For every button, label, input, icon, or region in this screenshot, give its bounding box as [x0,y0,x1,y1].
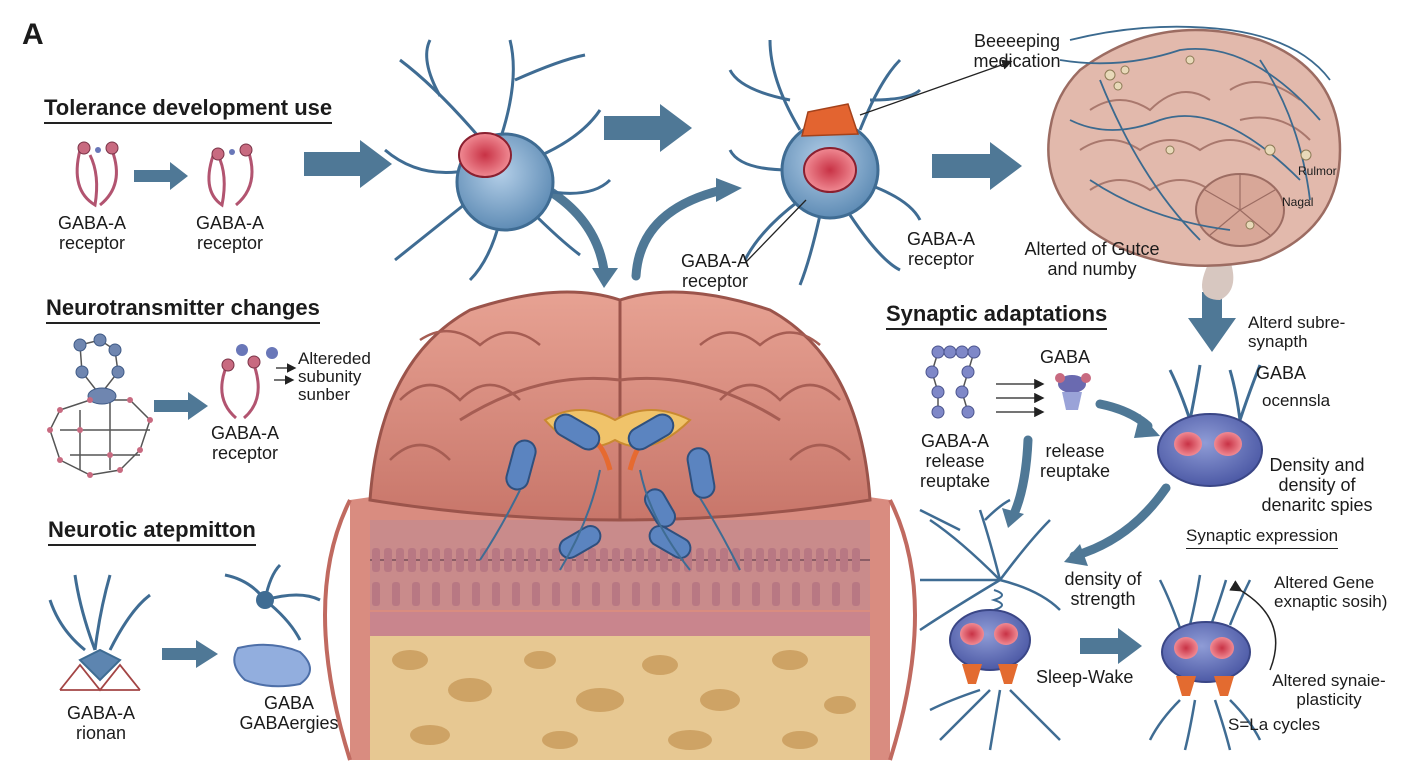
arrow-neurotransmitter [154,392,208,420]
label-sleep-wake: Sleep-Wake [1036,667,1134,687]
medication-block [801,103,860,137]
label-gaba-release: GABA [1040,347,1091,367]
synaptic-molecule [931,351,976,413]
arrow-neuron-to-brain [932,142,1022,190]
label-rulmor: Rulmor [1298,164,1337,178]
curved-arrows [543,185,1171,561]
panel-letter: A [22,18,44,51]
gaba-blob [233,643,311,688]
heading-neurotic: Neurotic atepmitton [48,517,256,547]
synapse-soma-right [1157,364,1263,487]
receptor-icons [75,149,260,420]
expression-neuron [1148,574,1262,751]
gaba-receptor-small [1055,373,1091,410]
label-cycles: S=La cycles [1228,715,1321,734]
arrow-tolerance-small [134,162,188,190]
arrow-brain-down [1188,292,1236,352]
label-ocennsla: ocennsla [1262,391,1331,410]
flow-arrows [134,104,1236,668]
dendritic-neuron [919,498,1061,751]
arrow-neurotic [162,640,218,668]
brain-top-right [1047,25,1342,300]
heading-neurotransmitter: Neurotransmitter changes [46,295,320,325]
label-altered-synaie: Altered synaie-plasticity [1272,671,1386,709]
heading-synaptic-adaptations: Synaptic adaptations [886,301,1108,331]
label-altered-subre: Alterd subre-synapth [1248,313,1346,351]
molecule-network [49,339,151,476]
arrow-tolerance-to-neuron [304,140,392,188]
arrow-synaptic-bottom [1080,628,1142,664]
neurotic-neurons [48,563,321,652]
label-gaba-right: GABA [1256,363,1307,383]
heading-synaptic-expression: Synaptic expression [1186,526,1339,549]
arrow-neuron-to-neuron [604,104,692,152]
label-nagal: Nagal [1282,195,1314,209]
heading-tolerance: Tolerance development use [44,95,333,125]
central-brain [323,290,917,761]
neuron-2 [728,39,922,286]
